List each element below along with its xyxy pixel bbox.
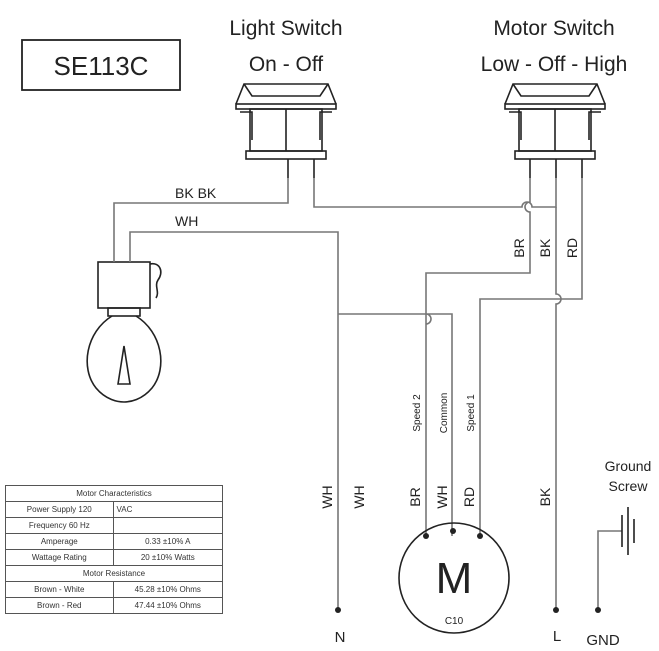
motor-characteristics-table: Motor Characteristics Power Supply 120 V… (5, 485, 224, 614)
table-cell-value (112, 517, 224, 534)
table-row: Power Supply 120 VAC (5, 501, 224, 518)
table-header: Motor Characteristics (5, 485, 223, 502)
wire-label-rd-motor: RD (461, 487, 477, 507)
motor-model-label: C10 (445, 616, 464, 627)
ground-label-line1: Ground (605, 458, 652, 474)
table-subheader-row: Motor Resistance (5, 565, 223, 582)
wire-label-bk-bk: BK BK (175, 185, 217, 201)
motor: M C10 (398, 522, 510, 634)
light-switch-positions: On - Off (249, 53, 323, 76)
model-label: SE113C (21, 39, 181, 91)
wire-label-wh-left: WH (319, 485, 335, 508)
table-cell-value: VAC (112, 501, 224, 518)
common-label: Common (439, 393, 450, 434)
table-row: Wattage Rating 20 ±10% Watts (5, 549, 224, 566)
terminal-l: L (553, 628, 561, 645)
motor-switch (504, 83, 606, 178)
table-cell-value: 47.44 ±10% Ohms (112, 597, 224, 614)
terminals: N L GND (335, 607, 620, 649)
motor-symbol: M (436, 554, 473, 603)
motor-switch-title: Motor Switch (493, 17, 614, 40)
table-cell-value: 20 ±10% Watts (112, 549, 224, 566)
speed2-label: Speed 2 (412, 394, 423, 432)
light-switch-title: Light Switch (229, 17, 342, 40)
motor-switch-positions: Low - Off - High (481, 53, 628, 76)
table-cell-value: 45.28 ±10% Ohms (112, 581, 224, 598)
wire-label-rd-top: RD (564, 238, 580, 258)
wire-label-br-top: BR (511, 238, 527, 257)
wire-label-bk-top: BK (537, 238, 553, 257)
table-cell-label: Frequency 60 Hz (5, 517, 114, 534)
wire-label-br-motor: BR (407, 487, 423, 506)
table-cell-label: Power Supply 120 (5, 501, 114, 518)
wire-label-wh-motor: WH (434, 485, 450, 508)
wire-label-wh-lamp: WH (175, 213, 198, 229)
table-cell-label: Wattage Rating (5, 549, 114, 566)
light-switch (235, 83, 337, 178)
speed1-label: Speed 1 (466, 394, 477, 432)
table-cell-value: 0.33 ±10% A (112, 533, 224, 550)
ground-screw: Ground Screw (605, 458, 652, 555)
terminal-gnd: GND (586, 632, 620, 649)
terminal-n: N (335, 629, 346, 646)
table-header-row: Motor Characteristics (5, 485, 223, 502)
table-row: Brown - Red 47.44 ±10% Ohms (5, 597, 224, 614)
model-text: SE113C (54, 51, 149, 81)
wire-label-bk-line: BK (537, 487, 553, 506)
table-row: Amperage 0.33 ±10% A (5, 533, 224, 550)
table-subheader: Motor Resistance (5, 565, 223, 582)
table-cell-label: Brown - Red (5, 597, 114, 614)
table-cell-label: Brown - White (5, 581, 114, 598)
wire-label-wh-right: WH (351, 485, 367, 508)
ground-label-line2: Screw (609, 478, 649, 494)
wires (113, 178, 622, 610)
lamp (86, 261, 162, 403)
table-row: Brown - White 45.28 ±10% Ohms (5, 581, 224, 598)
table-row: Frequency 60 Hz (5, 517, 224, 534)
table-cell-label: Amperage (5, 533, 114, 550)
